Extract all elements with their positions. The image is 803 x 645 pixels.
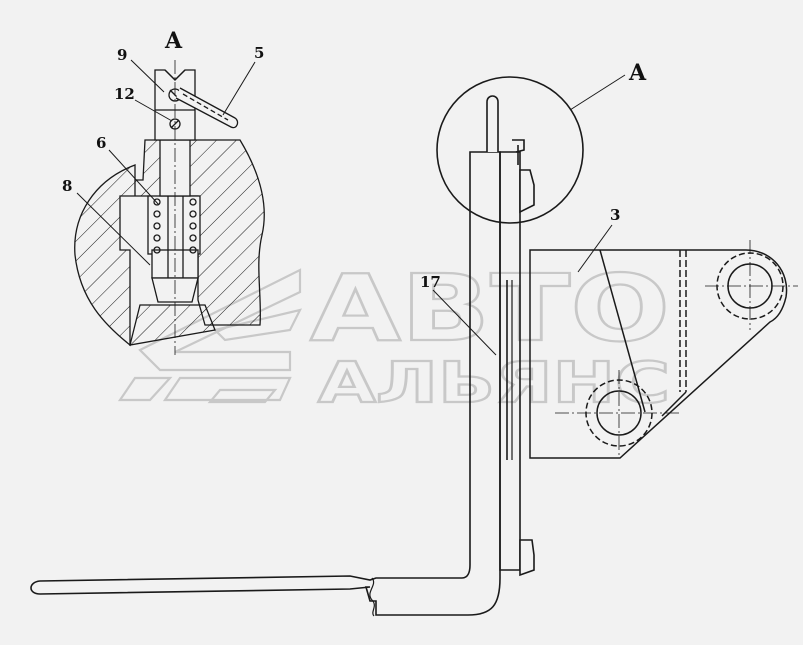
label-part-9: 9 [117,46,127,64]
callout-labels: A A 9 5 12 6 8 3 17 [62,28,647,291]
watermark: АВТО АЛЬЯНС [117,254,671,417]
watermark-line1: АВТО [310,255,670,362]
label-part-12: 12 [114,85,135,103]
label-part-8: 8 [62,177,72,195]
label-part-6: 6 [96,134,106,152]
section-view-label: A [164,28,183,54]
bracket-plate [529,249,788,459]
label-part-17: 17 [420,273,441,291]
spring [153,198,197,254]
bracket-assembly [529,240,798,459]
watermark-logo-icon [117,268,303,404]
fork-tine [30,151,501,616]
detail-callout-label: A [628,60,647,86]
label-part-3: 3 [610,206,620,224]
detail-circle-a [436,76,584,224]
section-view-a [74,60,265,355]
fork-assembly [30,95,535,617]
leader-lines [76,59,626,356]
watermark-line2: АЛЬЯНС [318,351,670,416]
label-part-5: 5 [254,44,264,62]
